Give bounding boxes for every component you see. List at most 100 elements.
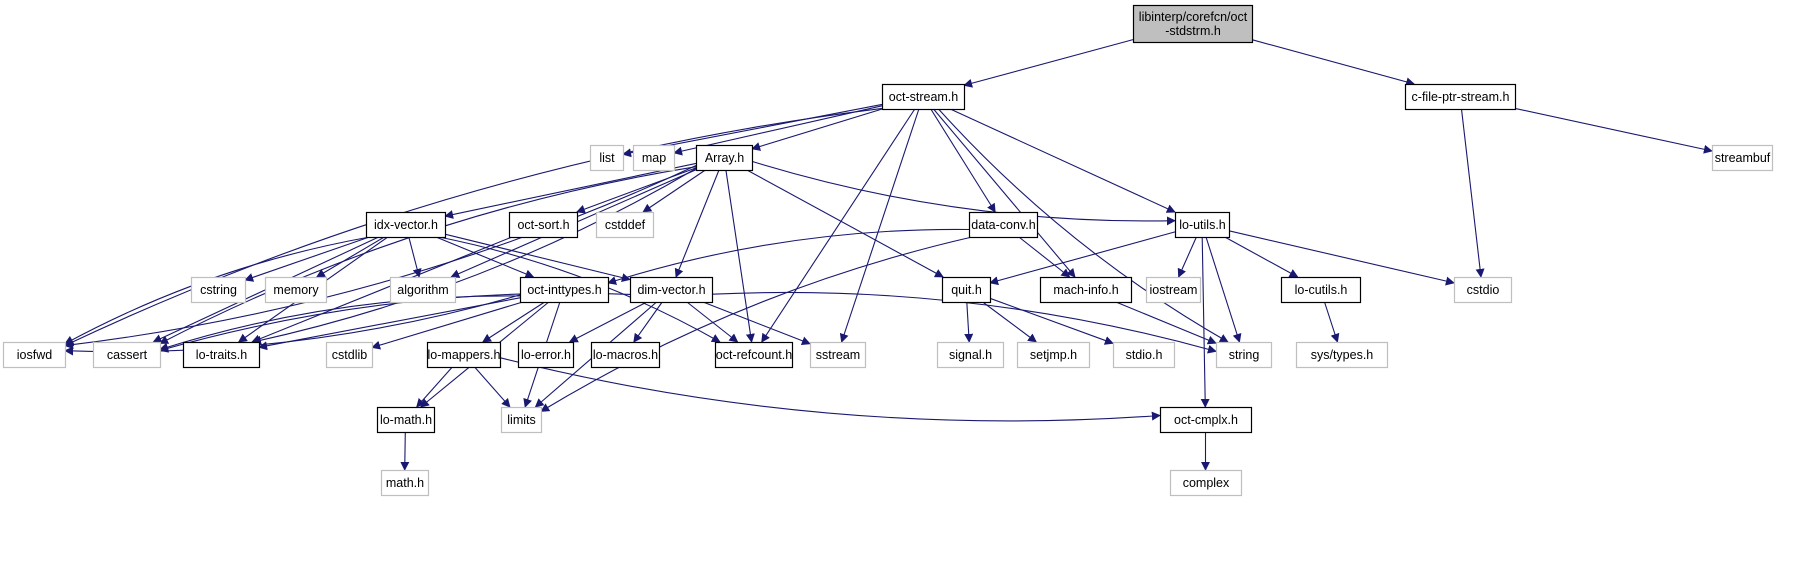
node-label-setjmp: setjmp.h (1030, 348, 1077, 362)
edge-lo-utils-to-string (1205, 236, 1242, 343)
node-label-iosfwd: iosfwd (17, 348, 52, 362)
node-lo-math[interactable]: lo-math.h (376, 406, 436, 434)
edge-c-file-ptr-stream-to-cstdio (1460, 108, 1485, 278)
node-label-mach-info: mach-info.h (1053, 283, 1118, 297)
node-box-quit[interactable] (941, 276, 992, 304)
edge-lo-utils-to-cstdio (1228, 230, 1455, 286)
edge-root-to-c-file-ptr-stream (1251, 39, 1416, 87)
node-sys-types: sys/types.h (1295, 341, 1389, 369)
node-box-math (380, 469, 430, 497)
node-oct-stream[interactable]: oct-stream.h (881, 83, 966, 111)
node-box-lo-traits[interactable] (182, 341, 261, 369)
node-box-oct-refcount[interactable] (714, 341, 794, 369)
node-box-dim-vector[interactable] (629, 276, 714, 304)
node-oct-refcount[interactable]: oct-refcount.h (714, 341, 794, 369)
node-oct-inttypes[interactable]: oct-inttypes.h (519, 276, 610, 304)
node-label-c-file-ptr-stream: c-file-ptr-stream.h (1412, 90, 1510, 104)
edge-oct-stream-to-Array (751, 108, 883, 151)
edge-idx-vector-to-dim-vector (444, 233, 631, 282)
node-lo-mappers[interactable]: lo-mappers.h (426, 341, 502, 369)
node-oct-cmplx[interactable]: oct-cmplx.h (1159, 406, 1253, 434)
node-box-data-conv[interactable] (968, 211, 1039, 239)
node-box-oct-cmplx[interactable] (1159, 406, 1253, 434)
node-idx-vector[interactable]: idx-vector.h (365, 211, 447, 239)
node-box-lo-utils[interactable] (1174, 211, 1231, 239)
edge-dim-vector-to-lo-macros (633, 301, 663, 343)
node-root[interactable]: libinterp/corefcn/oct-stdstrm.h (1132, 4, 1254, 44)
node-c-file-ptr-stream[interactable]: c-file-ptr-stream.h (1404, 83, 1517, 111)
node-cstddef: cstddef (595, 211, 655, 239)
node-label-data-conv: data-conv.h (971, 218, 1035, 232)
node-setjmp: setjmp.h (1016, 341, 1091, 369)
node-box-oct-sort[interactable] (508, 211, 579, 239)
node-oct-sort[interactable]: oct-sort.h (508, 211, 579, 239)
node-stdio: stdio.h (1112, 341, 1176, 369)
node-box-idx-vector[interactable] (365, 211, 447, 239)
node-box-Array[interactable] (695, 144, 754, 172)
node-label-oct-sort: oct-sort.h (517, 218, 569, 232)
node-cstdio: cstdio (1453, 276, 1513, 304)
edge-oct-inttypes-to-lo-traits (258, 297, 521, 351)
node-box-cstdlib (325, 341, 374, 369)
node-box-c-file-ptr-stream[interactable] (1404, 83, 1517, 111)
node-limits: limits (500, 406, 543, 434)
node-box-lo-math[interactable] (376, 406, 436, 434)
node-quit[interactable]: quit.h (941, 276, 992, 304)
node-label-complex: complex (1183, 476, 1230, 490)
node-label-cassert: cassert (107, 348, 148, 362)
edge-data-conv-to-limits (540, 236, 973, 412)
node-label-root: -stdstrm.h (1165, 24, 1221, 38)
node-box-map (632, 144, 676, 172)
node-mach-info[interactable]: mach-info.h (1039, 276, 1133, 304)
node-label-dim-vector: dim-vector.h (637, 283, 705, 297)
node-box-root[interactable] (1132, 4, 1254, 44)
edge-lo-utils-to-lo-cutils (1224, 236, 1299, 278)
node-box-lo-macros[interactable] (590, 341, 661, 369)
edge-lo-utils-to-quit (989, 231, 1176, 286)
node-cstring: cstring (190, 276, 247, 304)
node-label-sstream: sstream (816, 348, 860, 362)
node-box-lo-cutils[interactable] (1280, 276, 1362, 304)
node-label-cstring: cstring (200, 283, 237, 297)
node-label-list: list (599, 151, 615, 165)
edge-root-to-oct-stream (963, 39, 1134, 88)
node-label-cstdio: cstdio (1467, 283, 1500, 297)
node-lo-cutils[interactable]: lo-cutils.h (1280, 276, 1362, 304)
edge-oct-stream-to-iosfwd (64, 107, 883, 347)
node-label-oct-refcount: oct-refcount.h (716, 348, 792, 362)
node-label-string: string (1229, 348, 1260, 362)
node-box-list (589, 144, 625, 172)
edge-oct-stream-to-sstream (839, 108, 920, 343)
node-data-conv[interactable]: data-conv.h (968, 211, 1039, 239)
edge-lo-utils-to-iostream (1177, 236, 1197, 278)
edge-oct-stream-to-oct-refcount (761, 108, 916, 343)
node-lo-macros[interactable]: lo-macros.h (590, 341, 661, 369)
edge-oct-inttypes-to-lo-mappers (482, 301, 545, 343)
node-lo-utils[interactable]: lo-utils.h (1174, 211, 1231, 239)
node-box-oct-inttypes[interactable] (519, 276, 610, 304)
node-label-sys-types: sys/types.h (1311, 348, 1374, 362)
node-box-algorithm (389, 276, 457, 304)
node-lo-traits[interactable]: lo-traits.h (182, 341, 261, 369)
node-box-iostream (1145, 276, 1202, 304)
edge-data-conv-to-mach-info (1018, 236, 1071, 278)
edge-Array-to-dim-vector (674, 169, 720, 278)
node-box-cassert (92, 341, 162, 369)
edge-oct-stream-to-data-conv (930, 108, 996, 213)
node-box-lo-error[interactable] (517, 341, 575, 369)
node-box-sys-types (1295, 341, 1389, 369)
node-dim-vector[interactable]: dim-vector.h (629, 276, 714, 304)
node-box-mach-info[interactable] (1039, 276, 1133, 304)
node-box-string (1215, 341, 1273, 369)
node-box-oct-stream[interactable] (881, 83, 966, 111)
node-label-limits: limits (507, 413, 535, 427)
edge-oct-sort-to-lo-traits (251, 236, 513, 344)
node-lo-error[interactable]: lo-error.h (517, 341, 575, 369)
node-label-quit: quit.h (951, 283, 982, 297)
node-box-streambuf (1711, 144, 1774, 172)
edge-idx-vector-to-cstring (244, 236, 370, 282)
node-box-lo-mappers[interactable] (426, 341, 502, 369)
node-Array[interactable]: Array.h (695, 144, 754, 172)
node-box-iosfwd (2, 341, 67, 369)
node-string: string (1215, 341, 1273, 369)
